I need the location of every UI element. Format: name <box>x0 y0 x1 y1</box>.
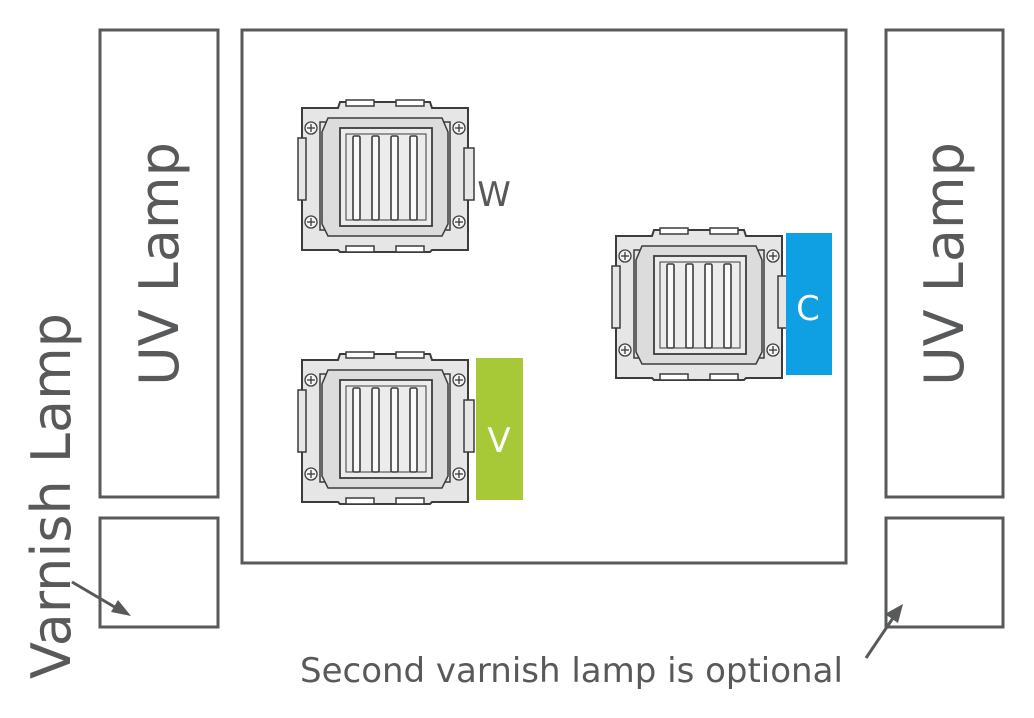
printhead-white <box>297 99 475 253</box>
left-varnish-lamp-box <box>98 516 220 629</box>
printhead-white-letter: W <box>477 175 511 215</box>
varnish-lamp-label: Varnish Lamp <box>20 313 83 679</box>
right-uv-lamp-label: UV Lamp <box>913 142 976 386</box>
varnish-color-swatch <box>476 358 523 500</box>
printhead-varnish <box>297 351 475 505</box>
cyan-color-swatch <box>786 233 832 375</box>
printhead-cyan <box>611 227 789 381</box>
carriage-frame <box>240 28 848 565</box>
printhead-cyan-letter: C <box>796 289 820 329</box>
printhead-varnish-letter: V <box>487 421 510 461</box>
left-uv-lamp-label: UV Lamp <box>128 142 191 386</box>
varnish-arrow <box>71 580 131 616</box>
optional-arrow <box>864 604 903 659</box>
right-uv-lamp-box <box>884 28 1005 499</box>
optional-note: Second varnish lamp is optional <box>300 651 843 691</box>
right-varnish-lamp-box <box>884 516 1005 629</box>
left-uv-lamp-box <box>98 28 220 499</box>
